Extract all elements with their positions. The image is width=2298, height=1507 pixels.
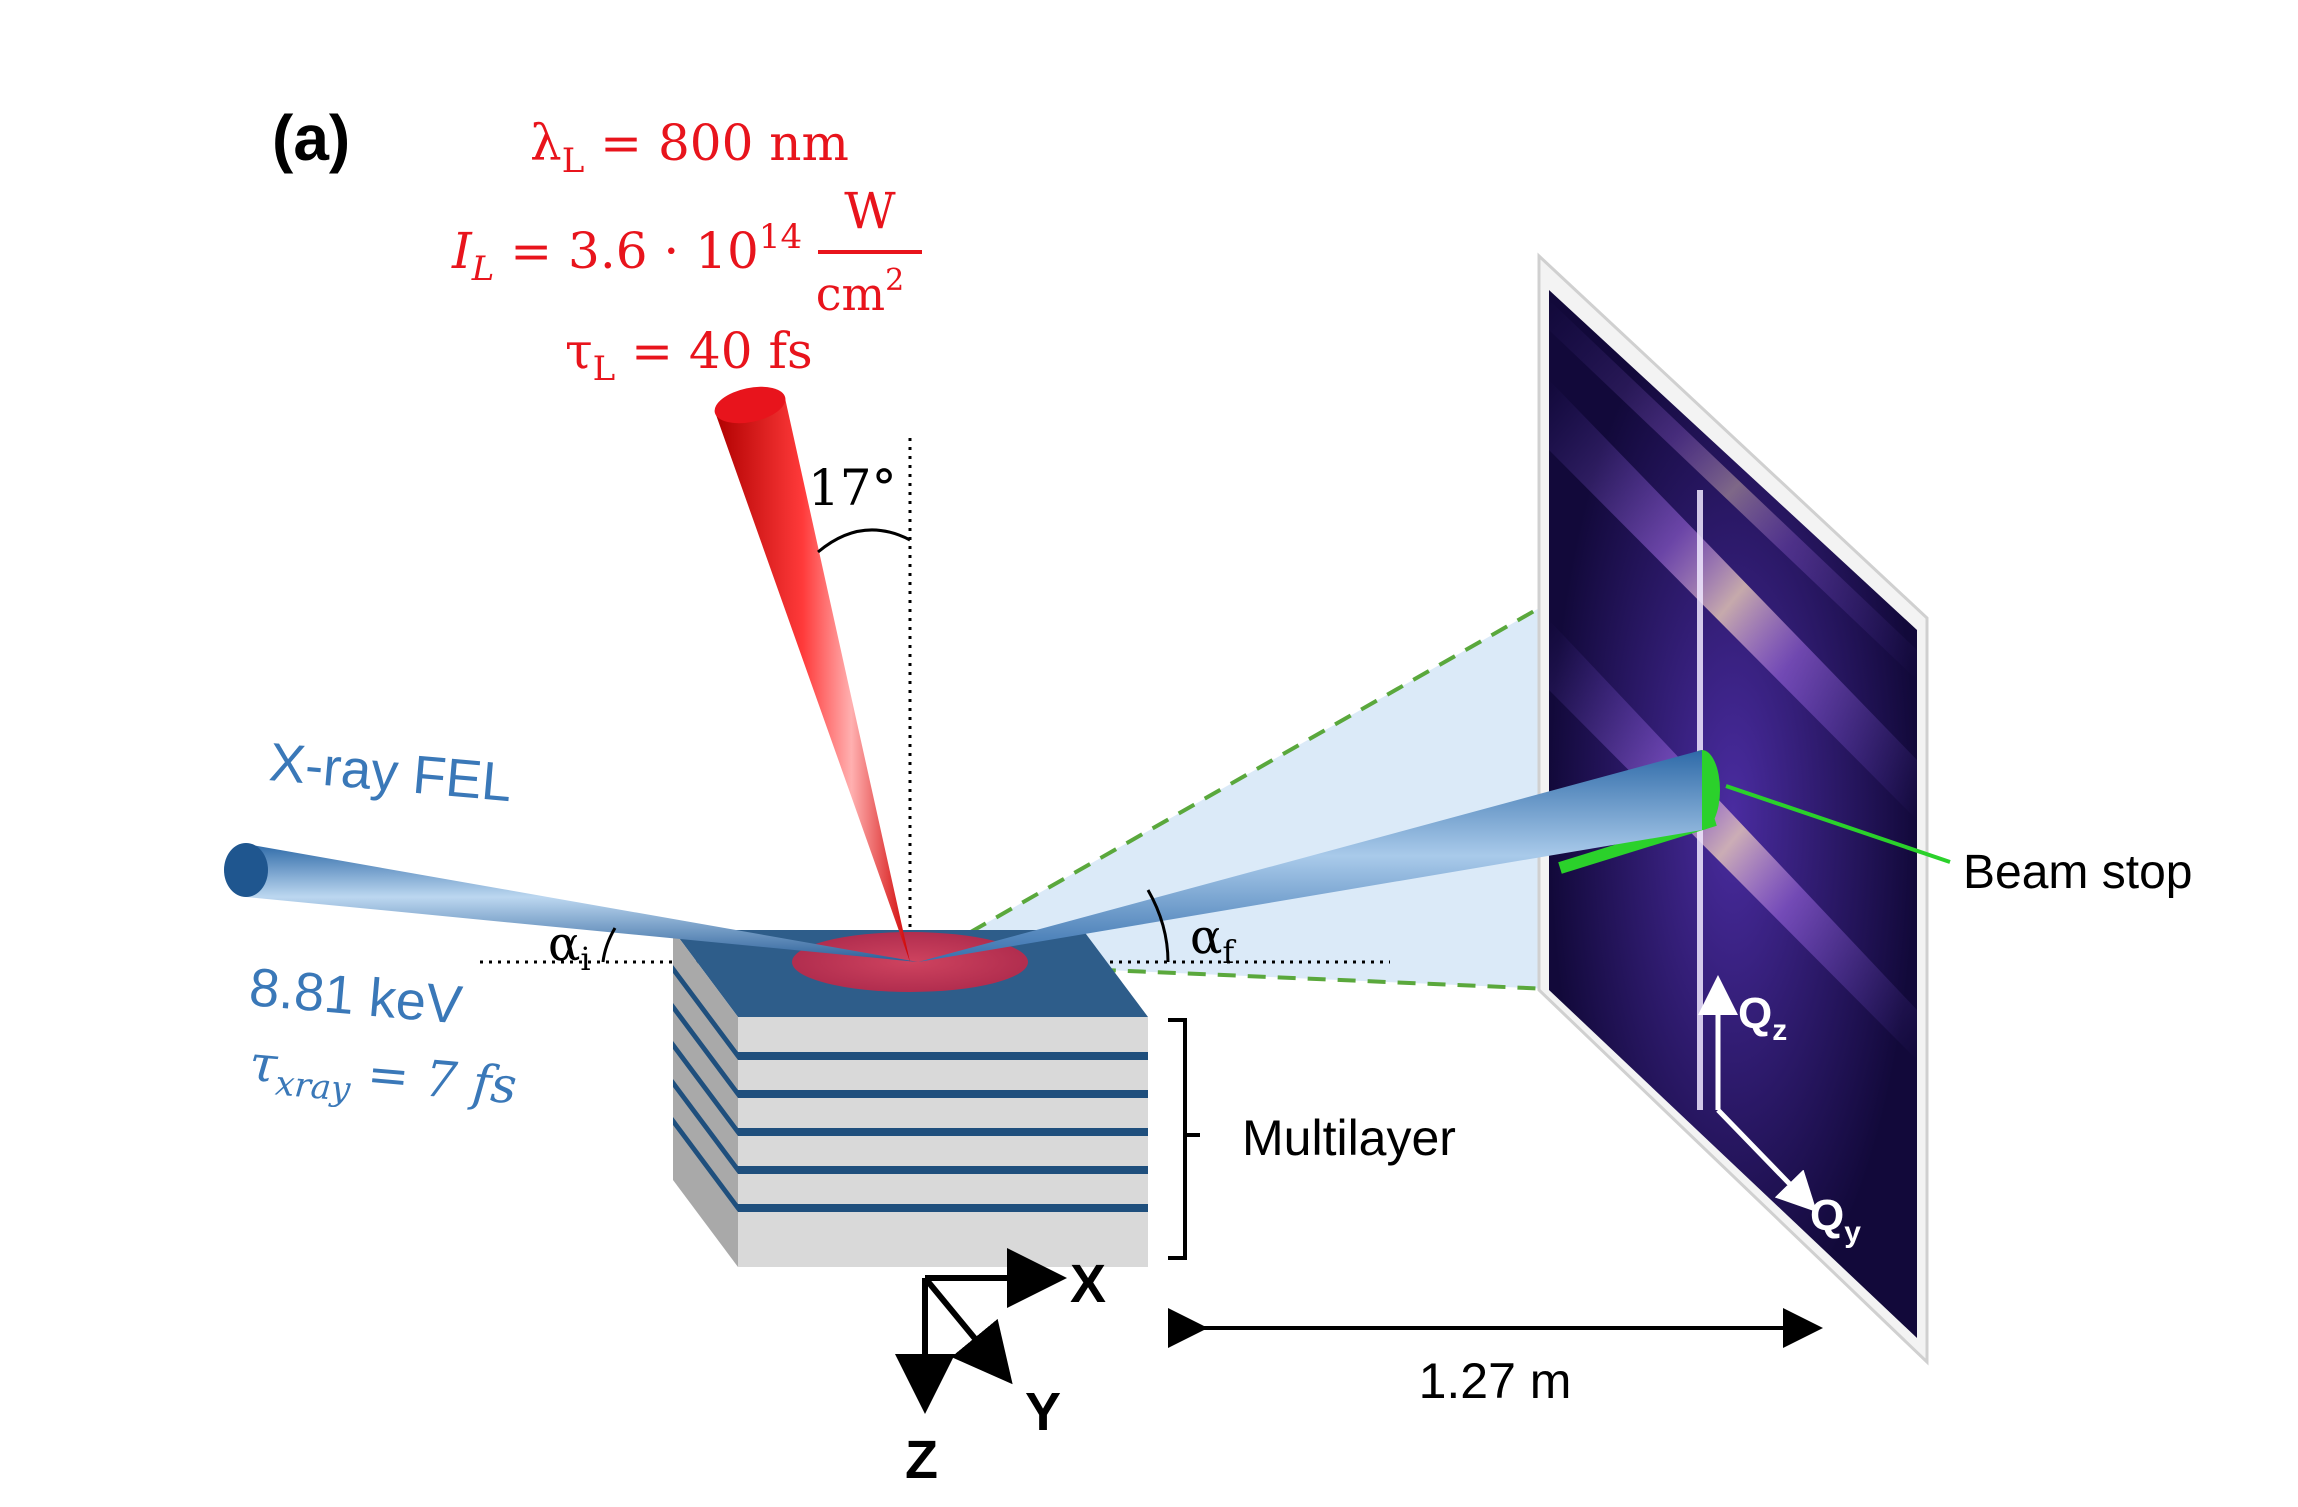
scatter-streak-top <box>1549 300 1917 680</box>
scatter-streak-lower <box>1549 620 1917 1060</box>
multilayer-sample <box>673 930 1148 1267</box>
sample-side-layers <box>673 965 738 1212</box>
qy-label: Qy <box>1810 1191 1861 1249</box>
multilayer-bracket <box>1168 1018 1200 1260</box>
laser-angle-label: 17° <box>808 459 897 517</box>
xray-beam <box>246 844 918 962</box>
laser-intensity-unit-den: cm2 <box>816 263 904 321</box>
y-axis <box>922 1276 1013 1385</box>
incident-angle-label: αi <box>548 916 591 978</box>
exit-angle-arc <box>1146 889 1170 963</box>
beam-stop-leader <box>1725 784 1951 864</box>
laser-intensity: IL = 3.6 · 1014 <box>451 217 802 289</box>
detector: Qz Qy <box>1537 252 1929 1366</box>
multilayer-label: Multilayer <box>1242 1110 1456 1166</box>
laser-parameters: λL = 800 nm IL = 3.6 · 1014 W cm2 τL = 4… <box>451 114 922 389</box>
xray-duration: τxray = 7 fs <box>246 1034 519 1124</box>
detector-screen <box>1549 290 1917 1338</box>
y-axis-label: Y <box>1025 1382 1061 1442</box>
laser-beam <box>715 398 910 962</box>
panel-label: (a) <box>272 102 350 174</box>
xray-source-label: X-ray FEL <box>267 732 514 813</box>
laser-wavelength: λL = 800 nm <box>530 114 849 181</box>
beam-stop-label: Beam stop <box>1963 846 2192 899</box>
laser-intensity-unit-num: W <box>844 182 896 240</box>
coordinate-axes: X Y Z <box>895 1248 1106 1490</box>
incident-angle-arc <box>601 927 617 963</box>
exit-angle-label: αf <box>1190 909 1236 971</box>
x-axis-label: X <box>1070 1254 1106 1314</box>
qy-axis <box>1716 1108 1817 1213</box>
laser-angle-arc <box>817 528 911 554</box>
scatter-streak-upper <box>1549 380 1917 820</box>
laser-duration: τL = 40 fs <box>565 322 813 389</box>
xray-beam-end <box>224 843 268 897</box>
scattering-cone <box>918 508 1715 996</box>
laser-beam-end <box>714 386 786 424</box>
exit-beam <box>918 750 1702 962</box>
qz-label: Qz <box>1738 989 1787 1047</box>
z-axis-label: Z <box>905 1430 938 1490</box>
distance-label: 1.27 m <box>1419 1353 1572 1409</box>
sample-layers <box>738 1052 1148 1212</box>
xray-energy: 8.81 keV <box>247 957 465 1035</box>
